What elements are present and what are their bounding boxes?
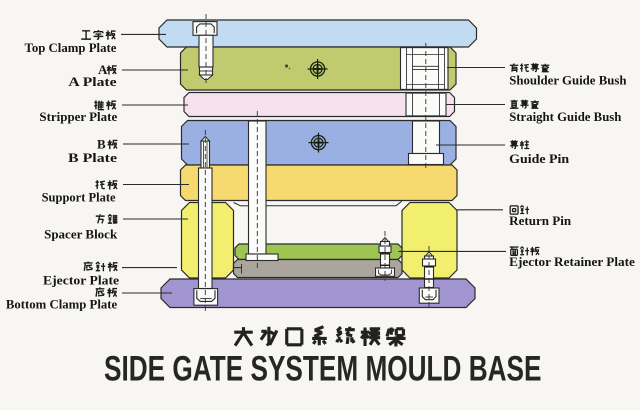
svg-text:Shoulder Guide Bush: Shoulder Guide Bush <box>509 73 627 88</box>
svg-text:B: B <box>97 137 106 152</box>
svg-text:Guide Pin: Guide Pin <box>509 151 570 166</box>
svg-text:Support Plate: Support Plate <box>42 190 116 205</box>
svg-text:Stripper Plate: Stripper Plate <box>39 109 117 124</box>
svg-text:SIDE GATE SYSTEM MOULD BASE: SIDE GATE SYSTEM MOULD BASE <box>104 350 542 389</box>
svg-text:B Plate: B Plate <box>68 150 117 165</box>
svg-text:Straight Guide Bush: Straight Guide Bush <box>509 109 622 124</box>
svg-text:Top Clamp Plate: Top Clamp Plate <box>25 40 117 55</box>
svg-text:Spacer Block: Spacer Block <box>44 227 118 242</box>
svg-text:Bottom Clamp Plate: Bottom Clamp Plate <box>6 297 118 312</box>
svg-text:A: A <box>98 62 108 77</box>
svg-text:Return Pin: Return Pin <box>509 213 572 228</box>
svg-text:Ejector Retainer Plate: Ejector Retainer Plate <box>509 254 635 269</box>
svg-text:A Plate: A Plate <box>68 74 116 89</box>
svg-text:Ejector Plate: Ejector Plate <box>43 273 119 288</box>
